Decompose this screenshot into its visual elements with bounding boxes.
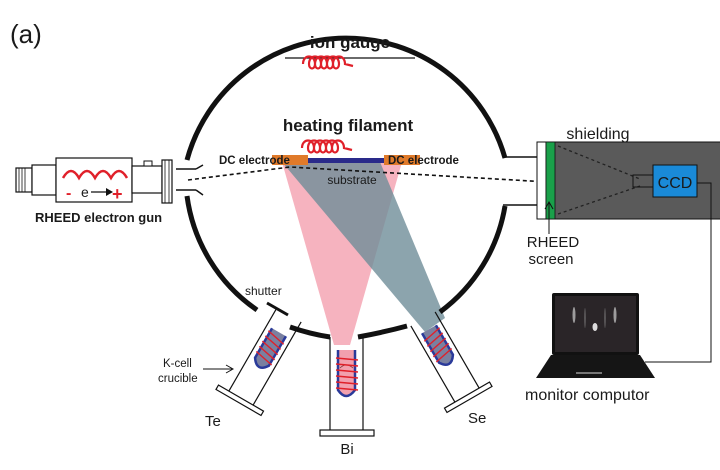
ion-gauge: ion gauge — [285, 33, 415, 70]
ccd-camera — [652, 164, 698, 198]
shutter-blade — [266, 301, 289, 317]
rheed-screen-label-line2: screen — [528, 251, 573, 268]
substrate-label: substrate — [327, 173, 377, 187]
heating-filament-label: heating filament — [283, 116, 414, 135]
dc-electrode-left-label: DC electrode — [219, 155, 290, 167]
chamber-wall-bottom-left — [289, 324, 331, 340]
monitor-computer-label: monitor computor — [525, 387, 650, 404]
rheed-screen — [545, 141, 556, 220]
panel-label: (a) — [10, 19, 42, 49]
bi-effusion-cell: Bi — [319, 337, 375, 458]
ion-gauge-label: ion gauge — [310, 33, 390, 52]
source-bi-label: Bi — [340, 441, 353, 458]
kcell-label-line1: K-cell — [163, 358, 192, 370]
kcell-label-line2: crucible — [158, 373, 198, 385]
se-cell-flange — [443, 381, 493, 414]
rheed-electron-gun: - e + RHEED electron gun — [15, 157, 173, 225]
gun-plus-sign: + — [112, 184, 123, 204]
chamber-wall-left — [184, 195, 259, 313]
shutter: shutter — [245, 284, 289, 317]
substrate-assembly: DC electrode DC electrode substrate — [219, 155, 459, 187]
rheed-detector: shielding CCD RHEED screen — [527, 126, 720, 363]
se-effusion-cell — [410, 311, 493, 414]
chamber-wall-upper — [184, 35, 508, 161]
te-crucible-icon — [253, 327, 288, 369]
source-se-label: Se — [468, 410, 486, 427]
laptop-keyboard-base — [536, 355, 655, 378]
te-cell-flange — [215, 384, 265, 417]
electron-gun-label: RHEED electron gun — [35, 210, 162, 225]
electron-arrow-icon — [106, 188, 113, 196]
ion-gauge-coil-icon — [301, 55, 354, 70]
dc-electrode-right — [384, 155, 420, 165]
source-te-label: Te — [205, 413, 221, 430]
heating-filament: heating filament — [283, 116, 414, 154]
gun-electron-symbol: e — [81, 184, 89, 200]
electron-beam-path — [187, 166, 549, 183]
gun-filament-icon — [61, 169, 129, 181]
dc-electrode-left — [272, 155, 308, 165]
se-crucible-icon — [420, 324, 455, 366]
ccd-cable — [645, 182, 712, 363]
rheed-screen-label-line1: RHEED — [527, 234, 580, 251]
substrate — [305, 158, 385, 163]
ccd-label: CCD — [658, 175, 693, 192]
flux-beams — [282, 162, 445, 345]
heating-filament-coil-icon — [300, 139, 353, 154]
vacuum-chamber — [176, 35, 537, 340]
te-effusion-cell — [215, 307, 302, 417]
chamber-wall-right — [438, 205, 508, 315]
kcell-crucible-annotation: K-cell crucible — [158, 358, 235, 385]
kcell-pointer-arrow-icon — [225, 364, 235, 374]
screen-pointer-arrow-icon — [544, 200, 554, 210]
dc-electrode-right-label: DC electrode — [388, 155, 459, 167]
monitor-computer: monitor computor — [525, 293, 655, 404]
bi-cell-flange — [319, 429, 375, 437]
gun-minus-sign: - — [66, 185, 71, 202]
shutter-label: shutter — [245, 284, 282, 298]
shielding-label: shielding — [566, 126, 629, 143]
chamber-wall-bottom-right — [357, 323, 408, 340]
se-flux-beam — [282, 162, 445, 332]
